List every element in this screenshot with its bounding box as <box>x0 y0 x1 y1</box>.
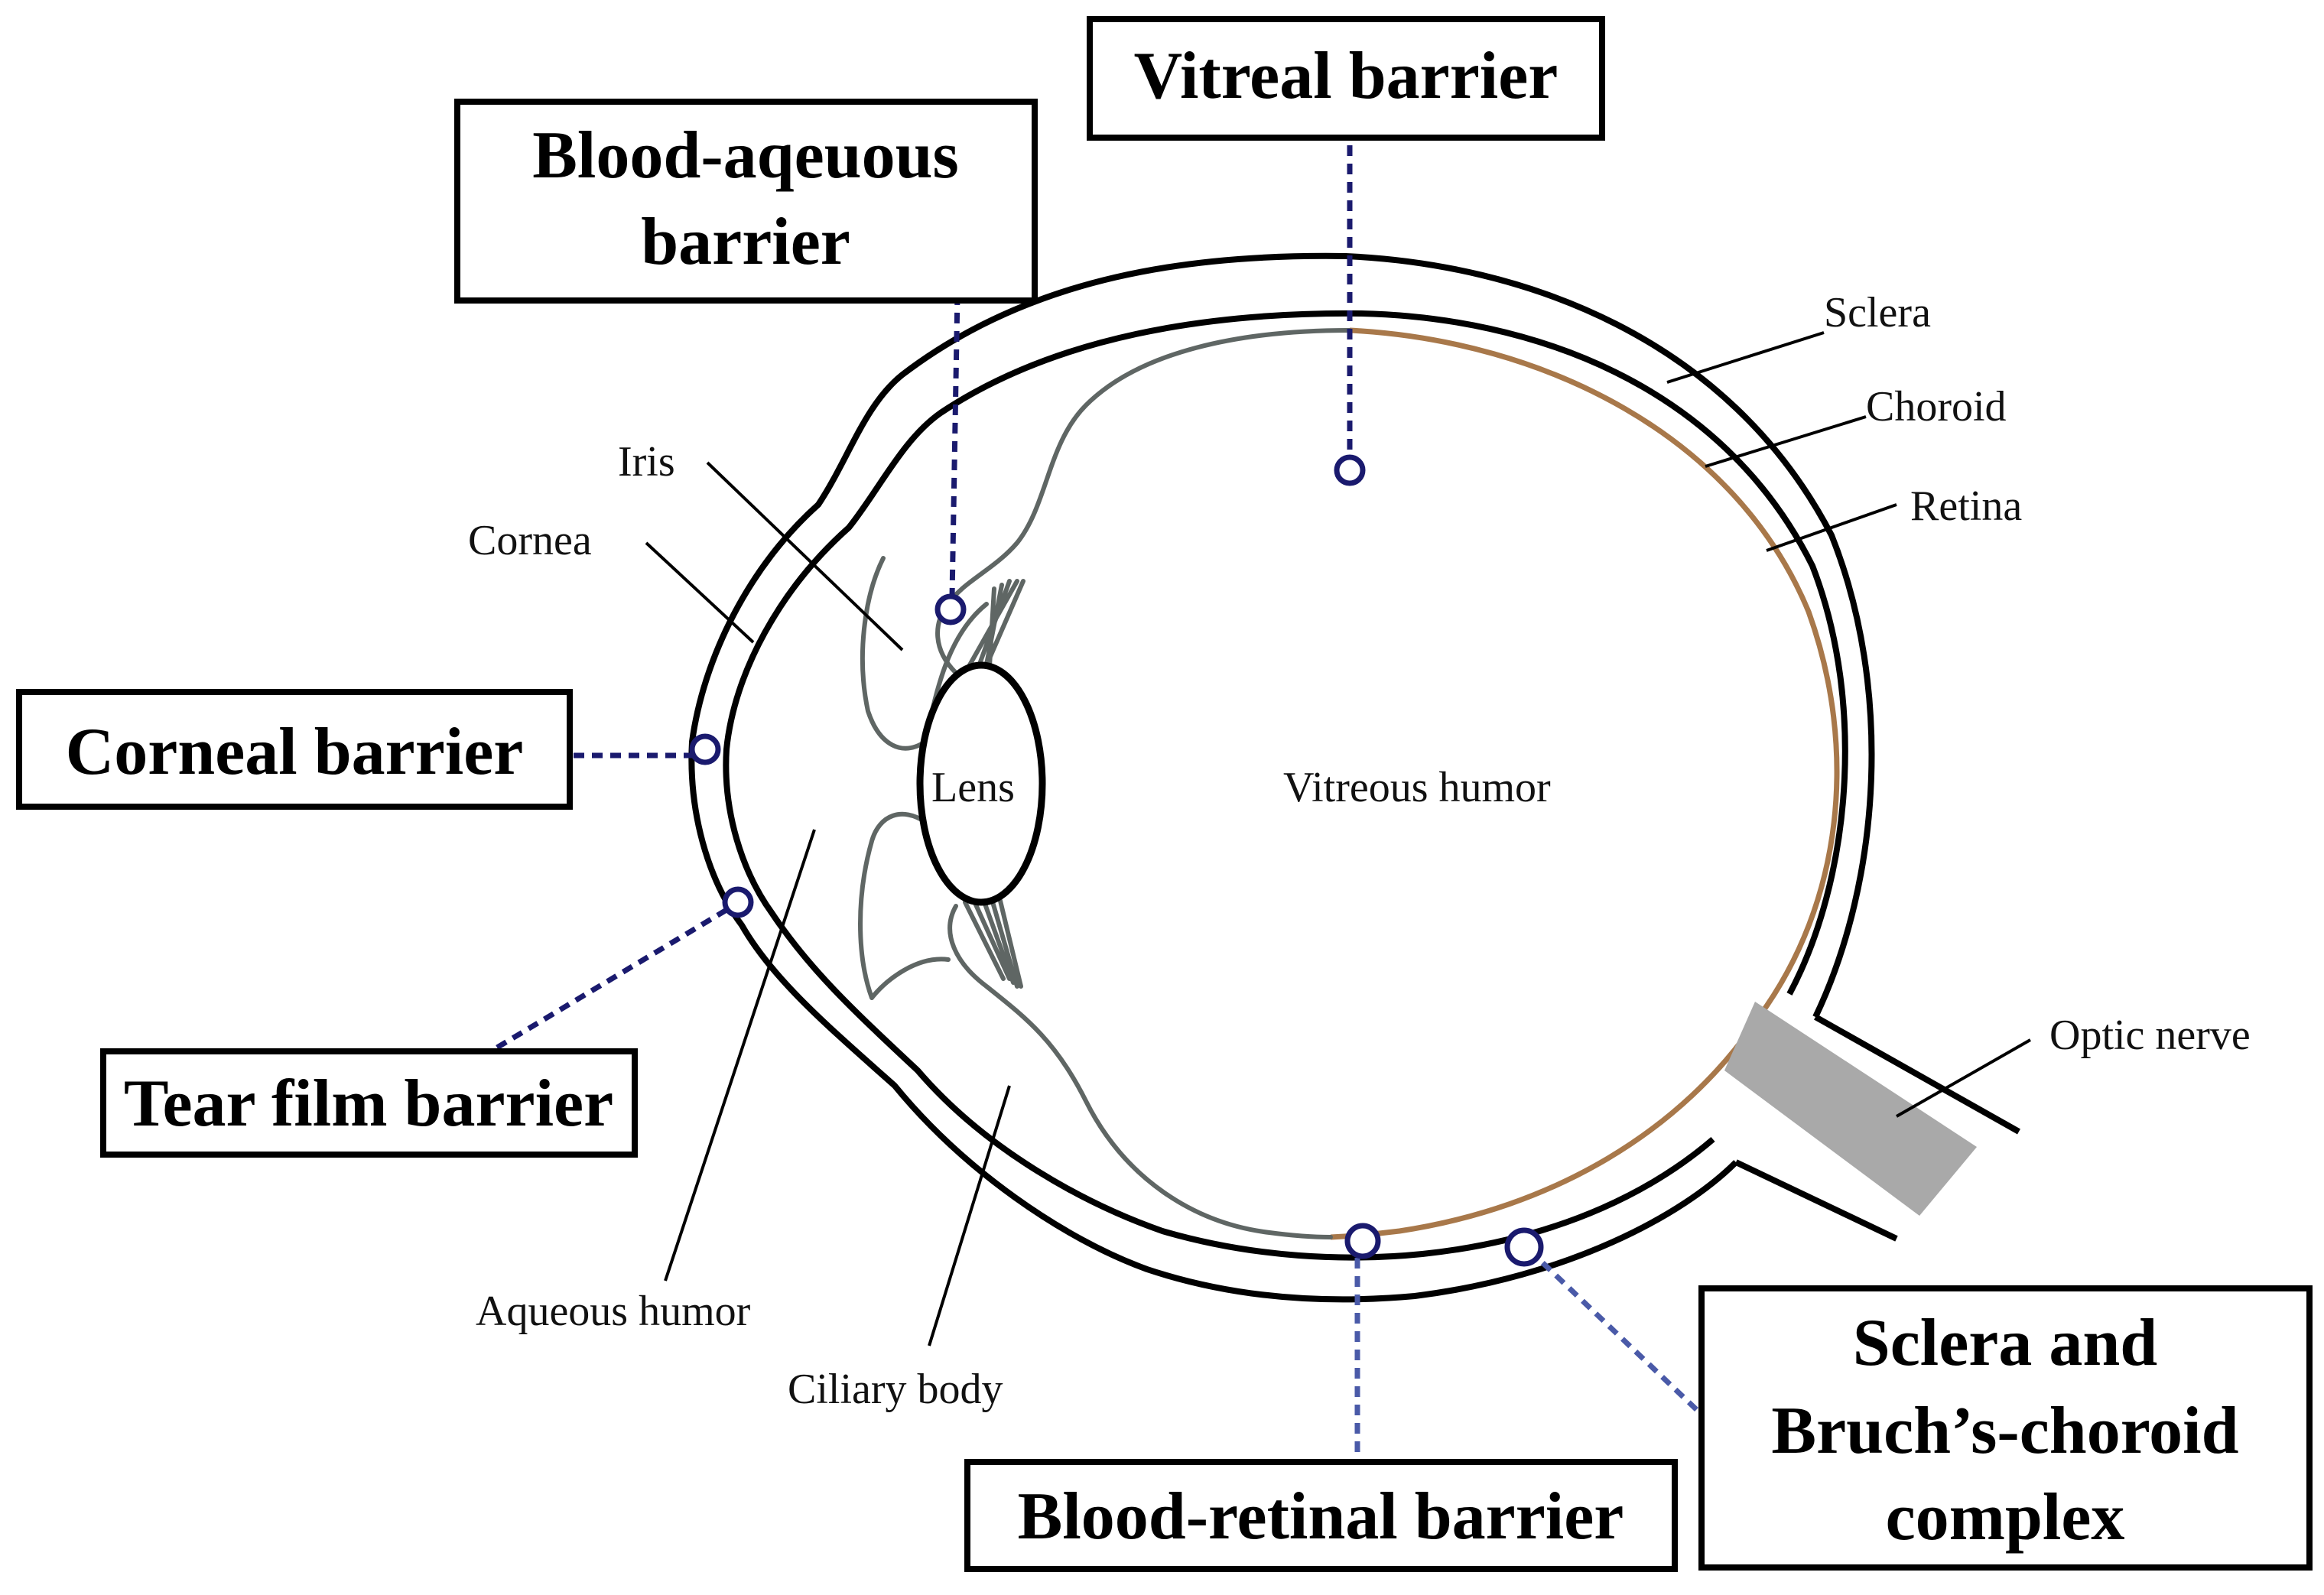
sclera-bruch-leader <box>1527 1248 1700 1413</box>
optic-nerve-leader <box>1896 1038 2031 1118</box>
sclera-leader <box>1666 331 1825 384</box>
vitreal-barrier-text: Vitreal barrier <box>1134 39 1559 113</box>
label-cornea: Cornea <box>468 517 592 564</box>
blood-retinal-barrier-text: Blood-retinal barrier <box>1018 1480 1624 1554</box>
iris-lower <box>858 811 951 1000</box>
optic-nerve-sheath <box>1734 1014 2020 1242</box>
choroid-outline <box>723 310 1848 1261</box>
cornea-leader <box>645 541 755 644</box>
blood-aqueous-barrier-text-1: Blood-aqeuous <box>532 119 959 193</box>
tear-film-barrier-leader <box>496 907 728 1051</box>
blood-aqueous-barrier-leader <box>949 294 960 597</box>
tear-film-barrier-box: Tear film barrier <box>100 1048 638 1158</box>
label-lens: Lens <box>931 764 1015 811</box>
blood-aqueous-barrier-box: Blood-aqeuous barrier <box>454 99 1038 304</box>
corneal-barrier-marker <box>689 733 721 765</box>
blood-aqueous-barrier-marker <box>934 593 967 625</box>
blood-aqueous-barrier-text-2: barrier <box>641 205 850 279</box>
corneal-barrier-text: Corneal barrier <box>66 715 524 789</box>
sclera-bruch-text-2: Bruch’s-choroid <box>1771 1394 2238 1468</box>
choroid-leader <box>1705 415 1867 468</box>
retina-layer <box>1330 327 1840 1240</box>
retina-leader <box>1766 503 1897 552</box>
aqueous-humor-leader <box>664 829 816 1282</box>
sclera-bruch-text-1: Sclera and <box>1853 1306 2157 1380</box>
vitreal-barrier-box: Vitreal barrier <box>1087 16 1605 141</box>
sclera-bruch-text-3: complex <box>1886 1480 2125 1554</box>
label-vitreous-humor: Vitreous humor <box>1283 764 1551 811</box>
lens <box>916 661 1046 906</box>
vitreal-barrier-marker <box>1334 454 1366 486</box>
zonule-fibers-upper <box>965 579 1025 694</box>
label-iris: Iris <box>618 438 675 486</box>
optic-nerve <box>1724 1002 1977 1216</box>
tear-film-barrier-text: Tear film barrier <box>124 1067 613 1141</box>
zonule-fibers-lower <box>963 873 1023 989</box>
label-aqueous-humor: Aqueous humor <box>476 1288 751 1335</box>
iris-upper <box>860 556 989 751</box>
blood-retinal-barrier-marker <box>1344 1223 1381 1259</box>
ciliary-body-leader <box>928 1085 1011 1346</box>
label-sclera: Sclera <box>1824 289 1931 336</box>
label-retina: Retina <box>1910 482 2022 530</box>
label-choroid: Choroid <box>1866 383 2007 430</box>
blood-retinal-barrier-box: Blood-retinal barrier <box>964 1459 1678 1572</box>
corneal-barrier-box: Corneal barrier <box>16 689 573 810</box>
iris-leader <box>706 461 904 651</box>
label-ciliary-body: Ciliary body <box>788 1366 1003 1413</box>
ciliary-body-lower <box>947 904 1333 1239</box>
sclera-bruch-barrier-marker <box>1504 1227 1544 1267</box>
sclera-outer-outline <box>688 252 1875 1303</box>
tear-film-barrier-marker <box>722 886 754 918</box>
sclera-bruch-choroid-box: Sclera and Bruch’s-choroid complex <box>1698 1285 2313 1571</box>
label-optic-nerve: Optic nerve <box>2049 1012 2251 1059</box>
